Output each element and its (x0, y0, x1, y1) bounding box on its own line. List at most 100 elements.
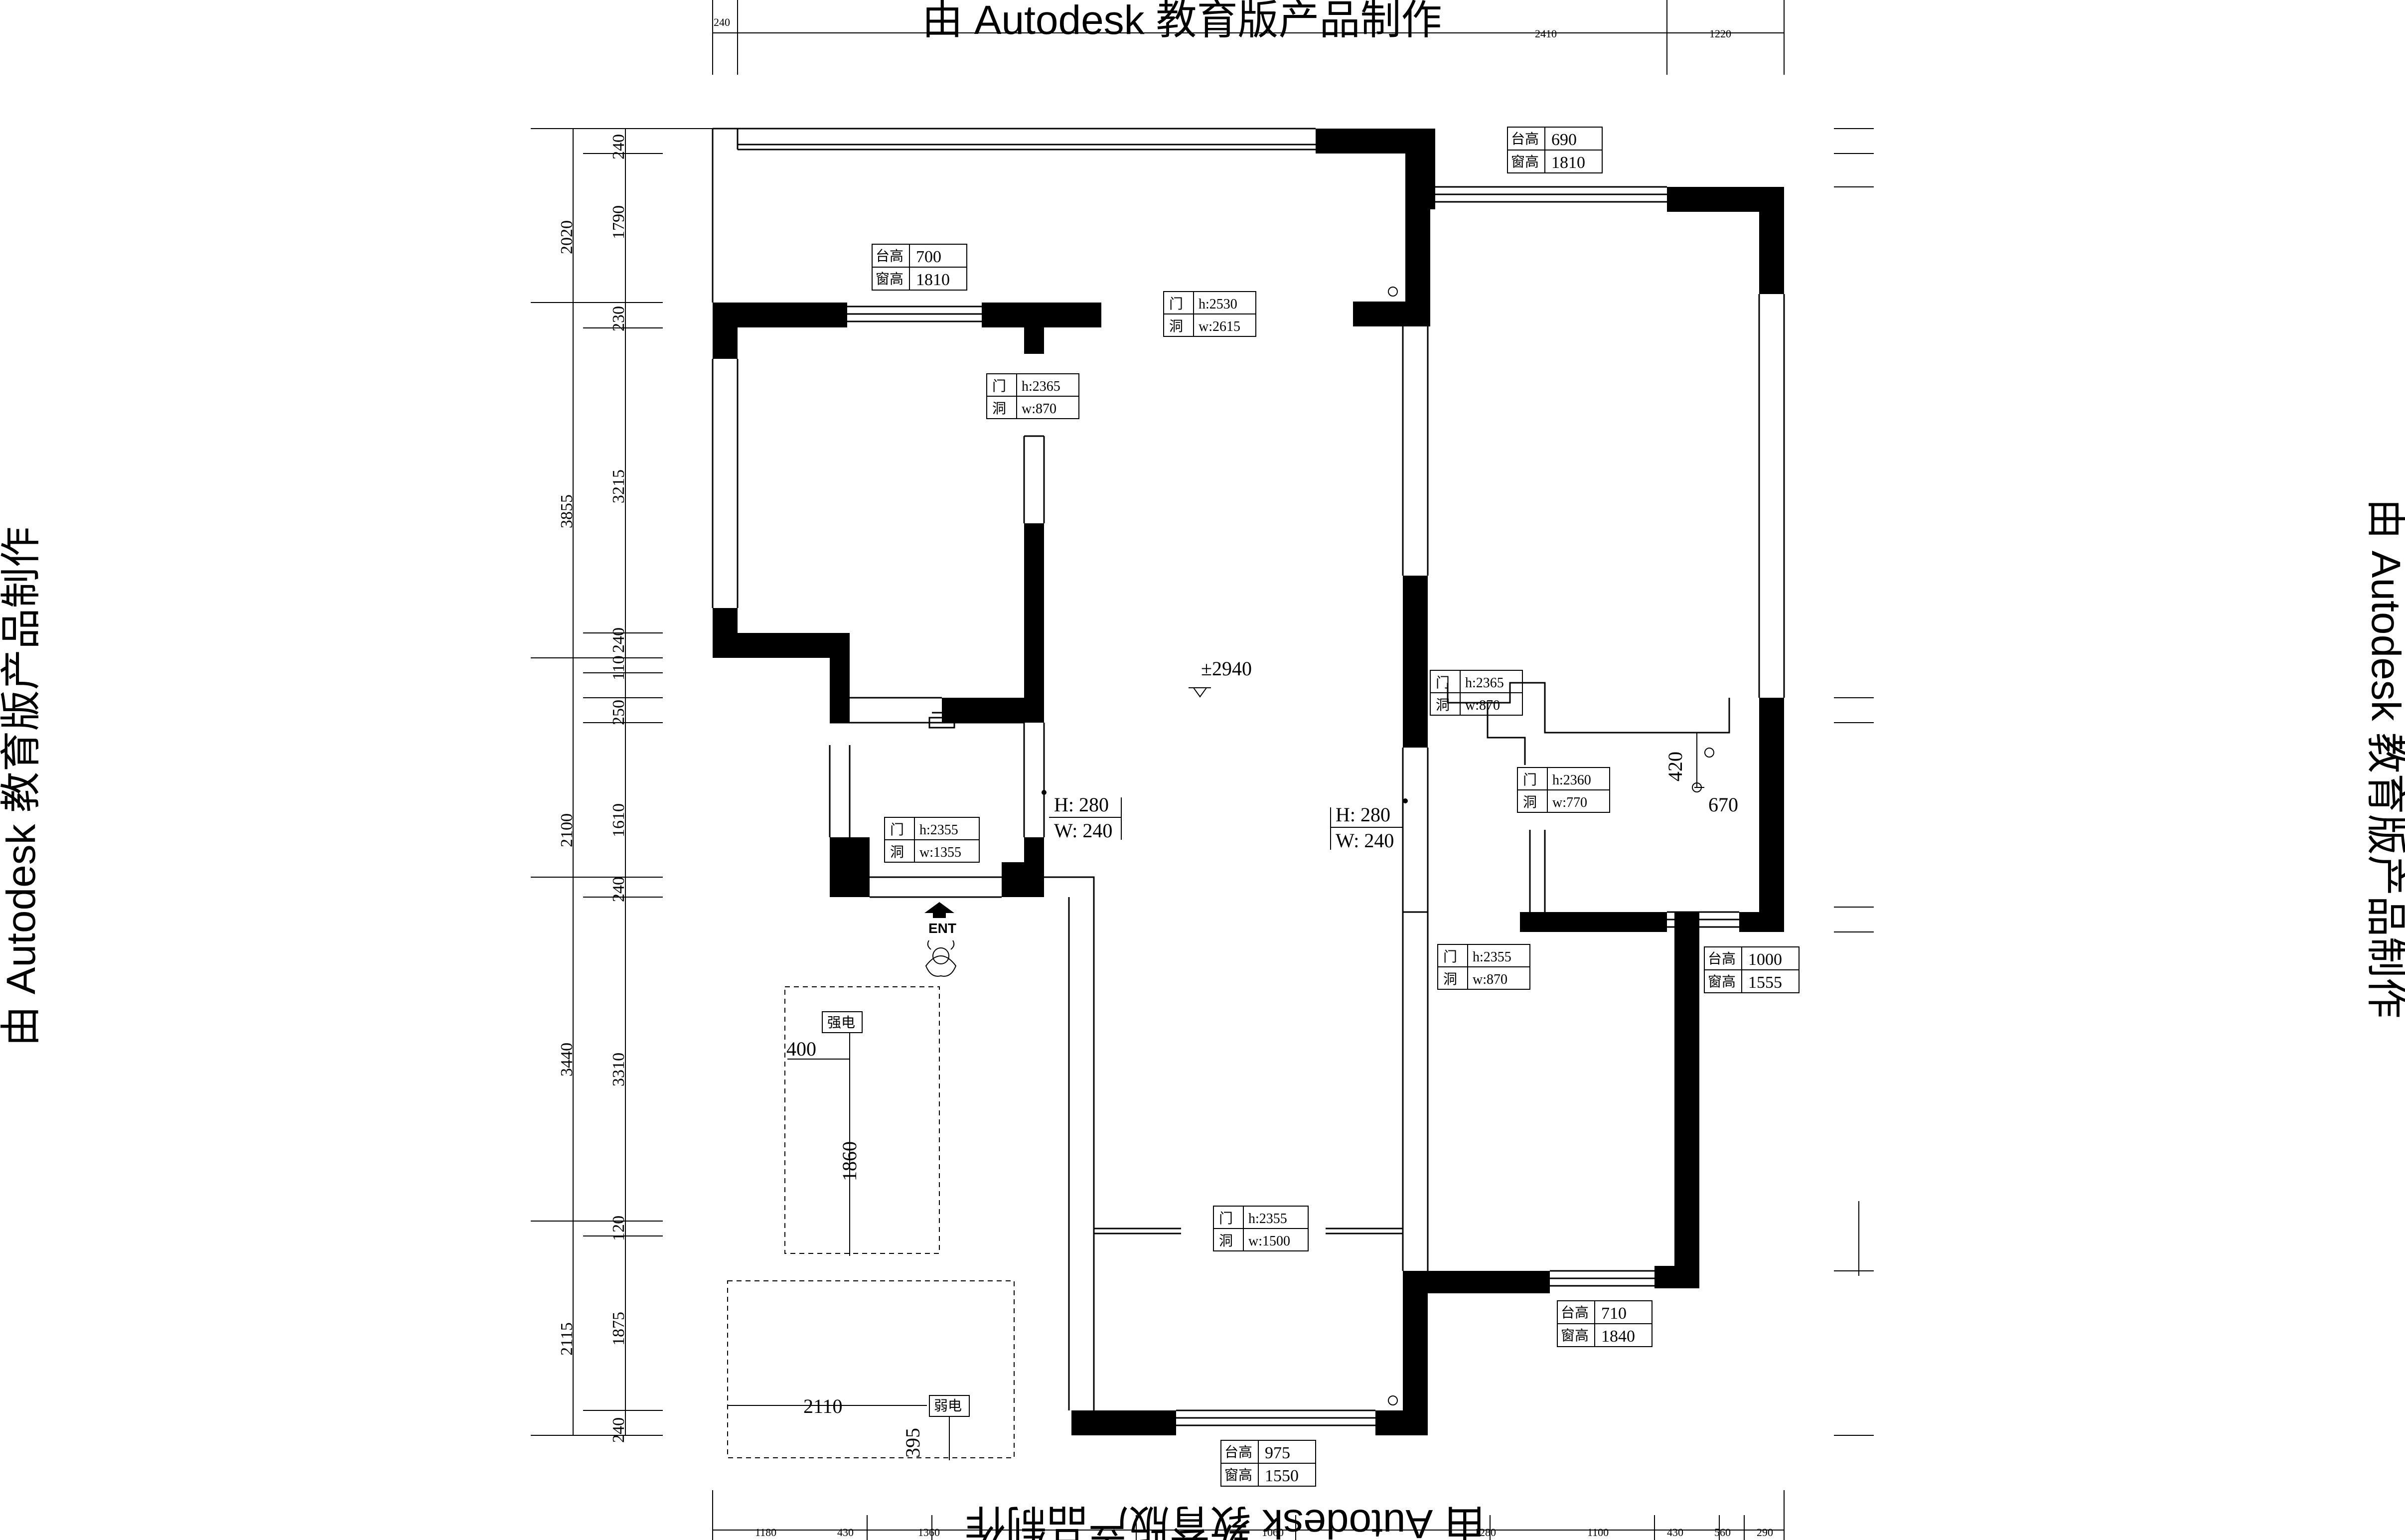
opening-tag-2: H: 280 W: 240 (1330, 803, 1403, 852)
window-tag-3: 台高 1000 窗高 1555 (1704, 946, 1800, 993)
bottom-dim-1: 1180 (755, 1526, 776, 1539)
door-tag-1-label-1: 门 (1169, 296, 1183, 312)
left-dimension-lines (531, 128, 713, 1436)
window-tag-2: 台高 690 窗高 1810 (1507, 127, 1603, 173)
door-tag-1-h: h:2530 (1199, 297, 1237, 312)
window-tag-3-height-label: 窗高 (1708, 974, 1736, 990)
window-tag-4-height: 1840 (1601, 1327, 1635, 1346)
door-tag-4-h: h:2360 (1552, 772, 1591, 788)
door-tag-6-label-2: 洞 (1443, 972, 1457, 987)
dim-420: 420 (1664, 752, 1686, 781)
watermark-bottom: 由 Autodesk 教育版产品制作 (965, 1501, 1485, 1540)
left-outer-dim-5: 2115 (558, 1322, 576, 1356)
door-tag-7-label-1: 门 (1219, 1211, 1233, 1227)
bottom-dim-6: 1100 (1587, 1526, 1609, 1539)
right-reference-lines (1834, 128, 1874, 1436)
door-pivot-3 (1388, 1395, 1398, 1405)
watermark-left: 由 Autodesk 教育版产品制作 (0, 527, 44, 1047)
left-inner-dim-1: 240 (609, 134, 628, 159)
bottom-dim-3: 1360 (918, 1526, 940, 1539)
door-tag-5-label-1: 门 (890, 822, 904, 838)
door-tag-3-label-1: 门 (1436, 675, 1450, 691)
door-tag-4: 门 洞 h:2360 w:770 (1517, 767, 1610, 813)
window-tag-2-height: 1810 (1551, 154, 1585, 172)
weak-power-label-box (929, 1395, 970, 1417)
opening-dot-2 (1403, 798, 1408, 803)
window-tag-5: 台高 975 窗高 1550 (1220, 1440, 1316, 1487)
door-tag-1-label-2: 洞 (1169, 319, 1183, 334)
window-tag-4-sill: 710 (1601, 1304, 1627, 1323)
door-tag-6-label-1: 门 (1443, 949, 1457, 965)
bottom-dim-4: 1060 (1262, 1526, 1284, 1539)
left-inner-dim-4: 3215 (609, 469, 628, 503)
entry-label: ENT (928, 921, 956, 936)
door-tag-2-label-2: 洞 (992, 401, 1006, 417)
window-tag-3-sill-label: 台高 (1708, 951, 1736, 967)
window-tag-1-sill: 700 (916, 248, 941, 266)
door-tag-3-w: w:870 (1465, 698, 1500, 713)
wall-outlines (712, 128, 1785, 1426)
door-tag-1: 门 洞 h:2530 w:2615 (1163, 291, 1256, 337)
weak-power-width: 2110 (803, 1395, 843, 1417)
top-dimension-line (712, 0, 1785, 75)
dim-670: 670 (1708, 793, 1738, 816)
opening-tag-2-w: W: 240 (1336, 829, 1394, 852)
top-dim-1: 240 (714, 16, 730, 28)
left-inner-dim-2: 1790 (609, 205, 628, 239)
opening-tag-1: H: 280 W: 240 (1049, 793, 1122, 842)
window-tag-2-sill: 690 (1551, 131, 1577, 149)
door-tag-3-h: h:2365 (1465, 675, 1504, 691)
bottom-dimension-line (712, 1490, 1785, 1540)
right-misc-dims (1692, 733, 1704, 792)
strong-power-label: 强电 (827, 1015, 855, 1031)
door-tag-2: 门 洞 h:2365 w:870 (986, 373, 1079, 419)
window-tag-1-height-label: 窗高 (876, 271, 903, 287)
window-tag-3-sill: 1000 (1748, 950, 1782, 969)
solid-walls (713, 129, 1784, 1435)
floor-level-label: ±2940 (1201, 657, 1252, 680)
door-tag-7-h: h:2355 (1248, 1211, 1287, 1227)
door-tag-6-w: w:870 (1473, 972, 1507, 987)
opening-tag-1-w: W: 240 (1054, 819, 1112, 842)
left-inner-dim-5: 240 (609, 627, 628, 653)
window-tag-3-height: 1555 (1748, 973, 1782, 992)
left-inner-dim-11: 120 (609, 1216, 628, 1241)
opening-tag-1-h: H: 280 (1054, 793, 1109, 816)
left-outer-dim-1: 2020 (558, 220, 576, 254)
door-tag-4-w: w:770 (1552, 795, 1587, 810)
door-tag-6-h: h:2355 (1473, 949, 1511, 965)
strong-power-zone (784, 986, 940, 1254)
left-inner-dim-12: 1875 (609, 1312, 628, 1346)
left-inner-dim-7: 250 (609, 700, 628, 725)
level-marker-icon (1189, 687, 1211, 698)
bottom-dim-7: 430 (1667, 1526, 1683, 1539)
door-tag-2-label-1: 门 (992, 378, 1006, 394)
window-tag-2-height-label: 窗高 (1511, 154, 1539, 170)
window-tag-5-sill: 975 (1265, 1444, 1290, 1462)
door-tag-3: 门 洞 h:2365 w:870 (1430, 670, 1523, 716)
bottom-dim-8: 560 (1714, 1526, 1731, 1539)
weak-power-dims (728, 1405, 950, 1460)
door-pivot-2 (1704, 748, 1714, 758)
door-tag-5-w: w:1355 (919, 845, 961, 860)
watermark-top: 由 Autodesk 教育版产品制作 (922, 0, 1442, 43)
door-tag-4-label-2: 洞 (1523, 795, 1537, 810)
window-tag-2-sill-label: 台高 (1511, 131, 1539, 147)
entry-arrow-icon (924, 902, 954, 918)
door-tag-5-h: h:2355 (919, 822, 958, 838)
left-outer-dim-3: 2100 (558, 813, 576, 847)
left-inner-dim-6: 110 (609, 655, 628, 680)
left-inner-dim-9: 240 (609, 877, 628, 902)
window-tag-1-sill-label: 台高 (876, 248, 903, 264)
door-tag-5-label-2: 洞 (890, 845, 904, 860)
bottom-dim-5: 1280 (1474, 1526, 1496, 1539)
door-tag-7: 门 洞 h:2355 w:1500 (1213, 1206, 1309, 1251)
weak-power-zone (727, 1280, 1015, 1458)
window-tag-5-height-label: 窗高 (1224, 1467, 1252, 1483)
weak-power-label: 弱电 (934, 1398, 962, 1414)
left-inner-dim-13: 240 (609, 1417, 628, 1443)
left-inner-dim-3: 230 (609, 306, 628, 331)
left-inner-dim-10: 3310 (609, 1053, 628, 1086)
bottom-dim-2: 430 (837, 1526, 854, 1539)
